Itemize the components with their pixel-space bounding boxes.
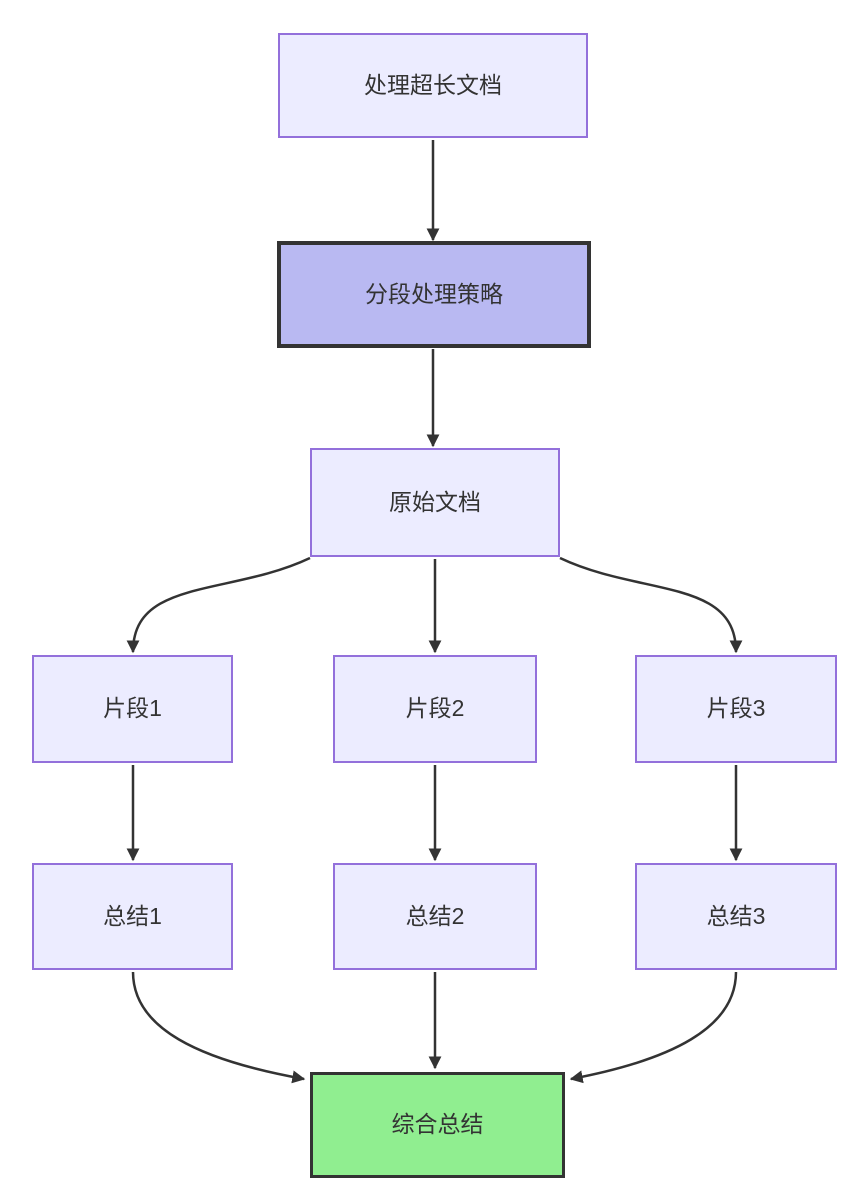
node-label: 原始文档 bbox=[389, 488, 481, 515]
edge-c-d bbox=[126, 556, 311, 654]
node-label: 片段1 bbox=[103, 695, 162, 722]
edge-g-j bbox=[131, 971, 306, 1084]
node-label: 片段3 bbox=[706, 695, 766, 722]
node-label: 总结2 bbox=[405, 902, 465, 929]
node-summary-3: 总结3 bbox=[635, 863, 837, 970]
node-label: 总结3 bbox=[706, 902, 766, 929]
node-label: 分段处理策略 bbox=[365, 280, 503, 307]
edge-i-j bbox=[569, 971, 738, 1084]
node-final-summary: 综合总结 bbox=[310, 1072, 565, 1178]
node-summary-1: 总结1 bbox=[32, 863, 233, 970]
node-label: 综合总结 bbox=[391, 1111, 484, 1138]
node-label: 片段2 bbox=[405, 695, 465, 722]
node-label: 总结1 bbox=[103, 902, 162, 929]
node-fragment-3: 片段3 bbox=[635, 655, 837, 763]
node-label: 处理超长文档 bbox=[364, 71, 502, 98]
node-original-document: 原始文档 bbox=[310, 448, 560, 557]
node-fragment-2: 片段2 bbox=[333, 655, 537, 763]
node-summary-2: 总结2 bbox=[333, 863, 537, 970]
node-process-long-document: 处理超长文档 bbox=[278, 33, 588, 138]
node-fragment-1: 片段1 bbox=[32, 655, 233, 763]
node-segmentation-strategy: 分段处理策略 bbox=[277, 241, 591, 348]
edge-c-f bbox=[559, 556, 743, 654]
